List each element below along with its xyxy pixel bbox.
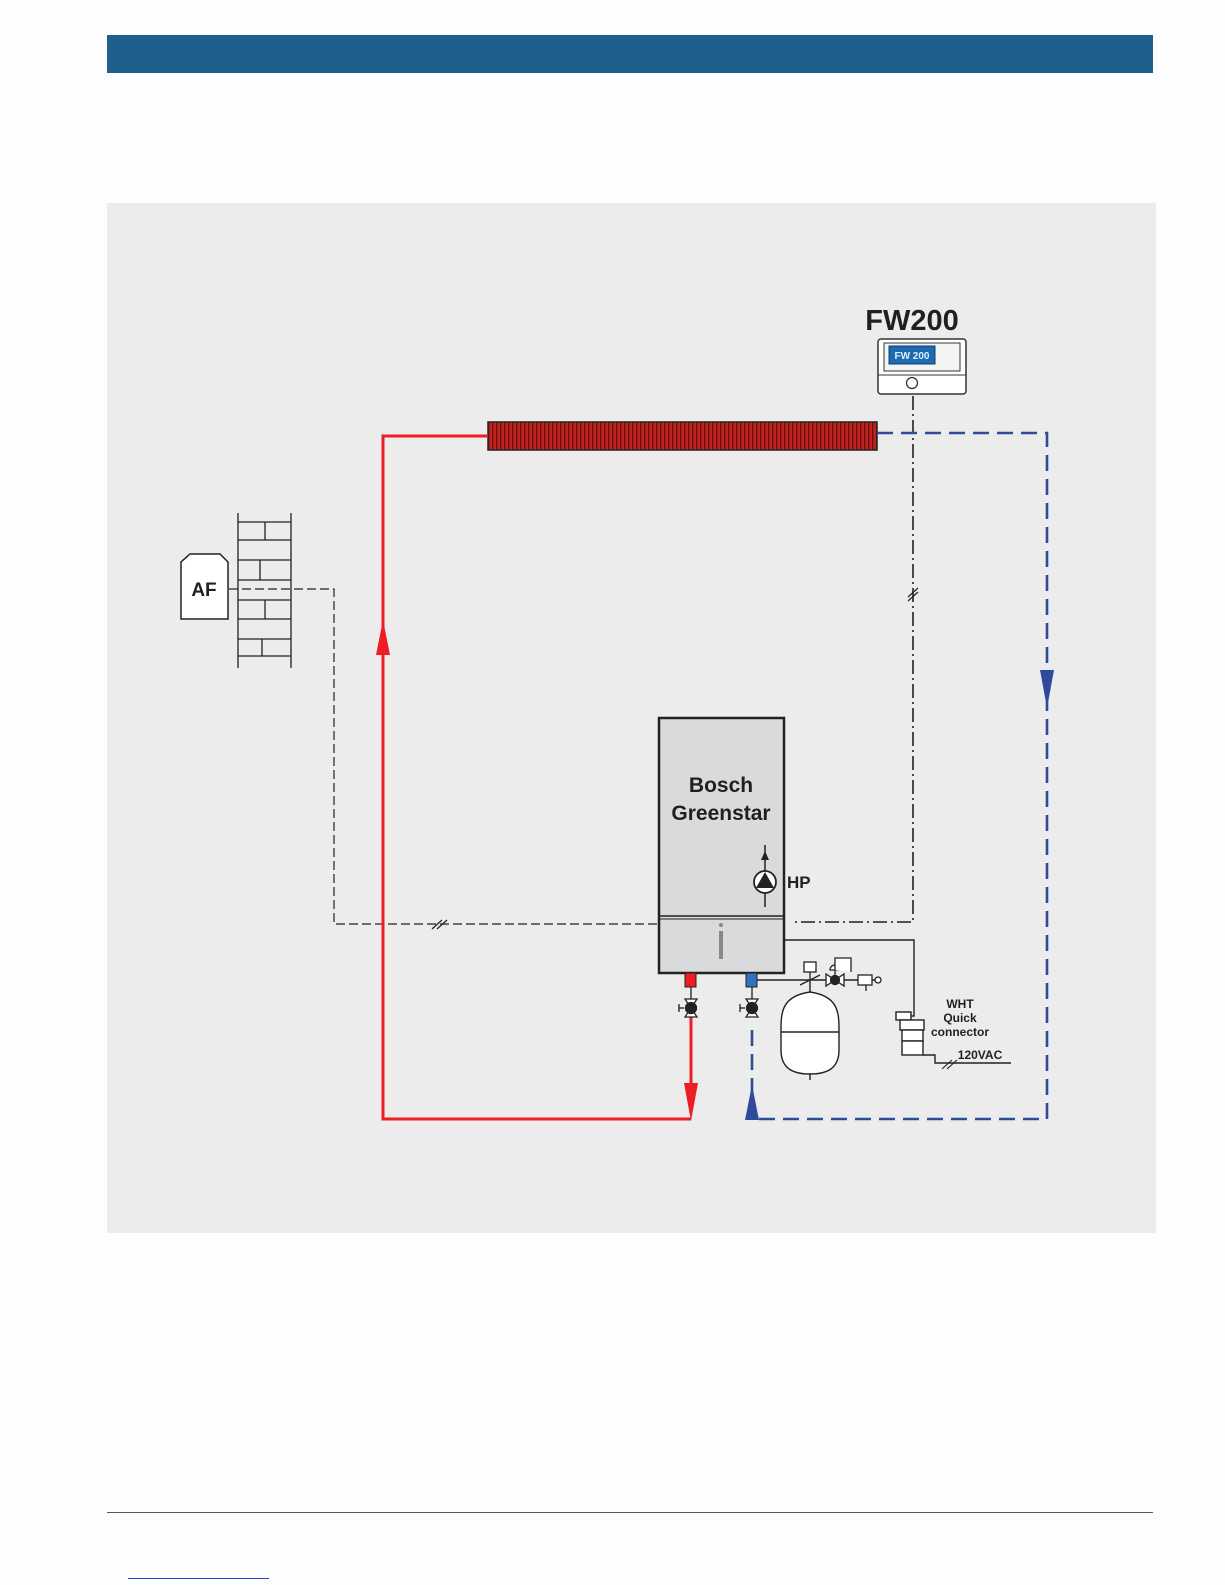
- header-bar: [107, 35, 1153, 73]
- fw200-controller-icon: FW200 FW 200: [865, 305, 966, 394]
- outdoor-sensor-icon: AF: [181, 554, 228, 619]
- pressure-relief-valve-icon: [800, 958, 881, 991]
- outdoor-sensor-cable: [229, 589, 661, 929]
- connector-label-line3: connector: [931, 1025, 989, 1039]
- expansion-tank-icon: [757, 980, 880, 1080]
- boiler-name-line2: Greenstar: [671, 802, 770, 825]
- controller-title: FW200: [865, 305, 958, 337]
- flow-arrow-icon: [376, 620, 390, 655]
- supply-pipe: [383, 436, 691, 1119]
- isolation-valve-icon: [679, 987, 697, 1017]
- outdoor-sensor-label: AF: [191, 580, 216, 601]
- supply-outlet: [685, 973, 696, 987]
- controller-dial: [907, 378, 918, 389]
- footer-link-underline[interactable]: [128, 1578, 269, 1579]
- footer-rule: [107, 1512, 1153, 1513]
- isolation-valve-icon: [740, 987, 758, 1017]
- connector-label-line2: Quick: [943, 1011, 977, 1025]
- controller-bus-cable: [795, 396, 918, 922]
- pump-label: HP: [787, 873, 811, 892]
- baseboard-radiator-icon: [488, 422, 877, 450]
- controller-screen-text: FW 200: [894, 351, 929, 362]
- brick-wall-icon: [238, 513, 291, 668]
- flow-arrow-icon: [684, 1083, 698, 1121]
- return-inlet: [746, 973, 757, 987]
- connector-power-label: 120VAC: [958, 1048, 1003, 1062]
- flow-arrow-icon: [1040, 670, 1054, 708]
- flow-arrow-icon: [745, 1085, 759, 1120]
- boiler-name-line1: Bosch: [689, 774, 753, 797]
- connector-label-line1: WHT: [946, 997, 974, 1011]
- heating-system-diagram: FW200 FW 200: [107, 203, 1156, 1233]
- diagram-svg: FW200 FW 200: [107, 203, 1156, 1233]
